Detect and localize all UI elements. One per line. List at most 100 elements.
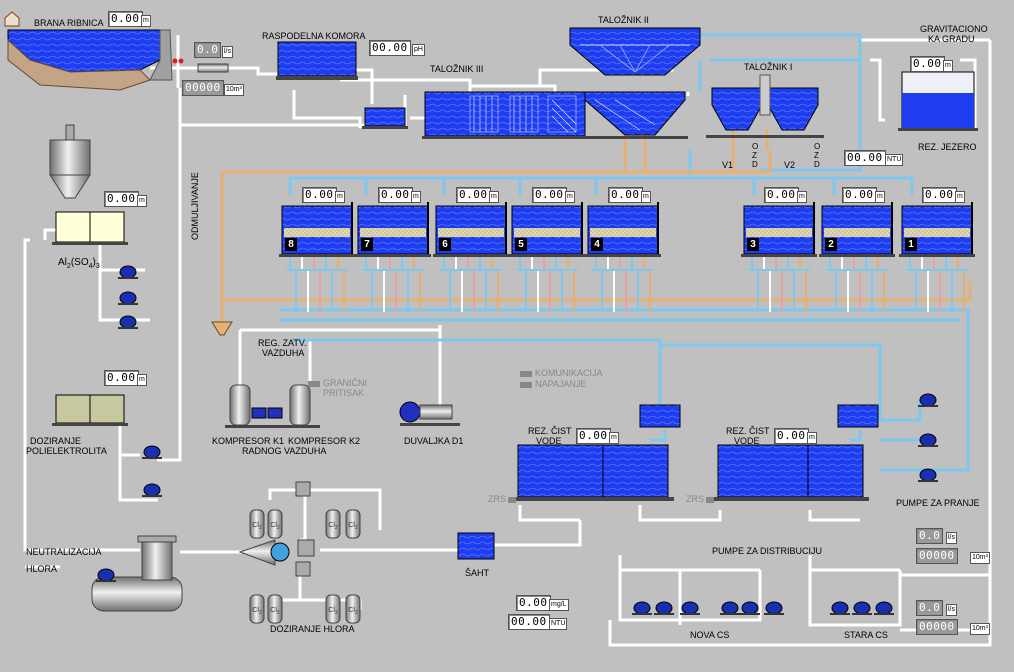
- chlorine-cylinder-label: Cl2: [252, 522, 262, 531]
- pump-9[interactable]: [632, 601, 652, 615]
- poly-label-2: POLIELEKTROLITA: [26, 446, 107, 456]
- pump-15[interactable]: [830, 601, 850, 615]
- lake-level-unit: m: [943, 60, 953, 72]
- pump-7[interactable]: [918, 433, 938, 447]
- chlorine-cylinder-6: Cl2: [267, 594, 283, 624]
- ph-display: 00.00: [369, 40, 411, 56]
- filter-number-5: 5: [515, 238, 527, 251]
- pump-12[interactable]: [720, 601, 740, 615]
- dam-level-unit: m: [141, 15, 151, 27]
- pump-3[interactable]: [118, 315, 138, 329]
- v2-close-label: Z: [814, 151, 819, 160]
- filter-level-display-3: 0.00: [764, 187, 799, 203]
- filter-number-3: 3: [747, 238, 759, 251]
- v2-open-label: O: [814, 142, 821, 151]
- pump-4[interactable]: [142, 445, 162, 459]
- filter-level-display-2: 0.00: [842, 187, 877, 203]
- chlorine-cylinder-3: Cl2: [325, 509, 341, 539]
- filter-level-unit-8: m: [335, 191, 345, 203]
- turbidity-out-unit: NTU: [885, 154, 904, 166]
- poly-level-display: 0.00: [104, 370, 139, 386]
- filter-level-unit-5: m: [565, 191, 575, 203]
- filter-4-gallery: [592, 257, 654, 312]
- chlorine-cylinder-label: Cl2: [348, 522, 358, 531]
- valve-v1-label: V1: [722, 160, 734, 170]
- distribution-2-flow-display: 0.0: [916, 600, 944, 616]
- pump-5[interactable]: [142, 483, 162, 497]
- filter-beds: [279, 202, 975, 257]
- ph-unit: pH: [412, 44, 425, 56]
- distribution-1-flow-display: 0.0: [916, 528, 944, 544]
- distribution-2-volume-display: 00000: [916, 619, 958, 635]
- chlorine-cylinder-subscript: 2: [335, 610, 338, 616]
- chlorine-cylinder-subscript: 2: [355, 525, 358, 531]
- clean-water-1-label-b: VODE: [536, 436, 562, 446]
- chlorine-neutralization: [91, 535, 183, 612]
- compressors: [225, 384, 320, 428]
- distribution-2-flow-unit: l/s: [946, 604, 957, 616]
- chlorine-cylinder-2: Cl2: [267, 509, 283, 539]
- chlorine-concentration-display: 0.00: [516, 595, 551, 611]
- clean-water-1-level-unit: m: [609, 432, 619, 444]
- chlorine-cylinder-8: Cl2: [345, 594, 361, 624]
- chlorine-cylinder-subscript: 2: [277, 610, 280, 616]
- v1-close-label: Z: [752, 151, 757, 160]
- clarifier-2: [569, 27, 701, 76]
- wash-pumps-label: PUMPE ZA PRANJE: [896, 498, 980, 508]
- pump-13[interactable]: [740, 601, 760, 615]
- pumps: [96, 265, 938, 615]
- filter-6-gallery: [440, 257, 502, 312]
- coagulant-level-display: 0.00: [104, 191, 139, 207]
- pump-8[interactable]: [918, 468, 938, 482]
- distribution-1-flow-unit: l/s: [946, 532, 957, 544]
- filter-bed-6: [433, 202, 509, 257]
- filter-number-2: 2: [825, 238, 837, 251]
- blower-d1: [399, 401, 460, 426]
- gravity-label-2: KA GRADU: [928, 34, 975, 44]
- chlorine-concentration-unit: mg/L: [549, 599, 569, 611]
- manhole-label: ŠAHT: [465, 568, 490, 578]
- dam-label: BRANA RIBNICA: [34, 18, 104, 28]
- coagulant-level-unit: m: [137, 195, 147, 207]
- coagulant-silo: [49, 124, 128, 245]
- gravity-label-1: GRAVITACIONO: [920, 24, 988, 34]
- chlorine-cylinder-subscript: 2: [355, 610, 358, 616]
- filter-level-display-6: 0.00: [456, 187, 491, 203]
- dam-reservoir: [4, 11, 173, 91]
- distribution-2-volume-unit: 10m³: [970, 623, 990, 635]
- pump-17[interactable]: [874, 601, 894, 615]
- filter-level-display-7: 0.00: [378, 187, 413, 203]
- pump-6[interactable]: [918, 393, 938, 407]
- clarifier-3: [422, 91, 688, 139]
- chlorine-cylinder-subscript: 2: [335, 525, 338, 531]
- pump-16[interactable]: [852, 601, 872, 615]
- chlorine-cylinder-label: Cl2: [270, 607, 280, 616]
- chlorine-cylinder-subscript: 2: [259, 610, 262, 616]
- filter-2-gallery: [826, 257, 888, 312]
- pump-14[interactable]: [764, 601, 784, 615]
- poly-level-unit: m: [137, 374, 147, 386]
- filter-5-gallery: [516, 257, 578, 312]
- old-cs-label: STARA CS: [844, 630, 888, 640]
- chlorine-dosing-label: DOZIRANJE HLORA: [270, 624, 355, 634]
- pump-18[interactable]: [96, 568, 116, 582]
- coagulant-label: Al2(SO4)3: [58, 257, 100, 271]
- pump-11[interactable]: [680, 601, 700, 615]
- manhole: [457, 532, 495, 560]
- distribution-1-volume-display: 00000: [916, 548, 958, 564]
- filter-number-8: 8: [285, 238, 297, 251]
- clarifier-1-label: TALOŽNIK I: [744, 62, 793, 72]
- filter-number-7: 7: [361, 238, 373, 251]
- chlorine-cylinder-label: Cl2: [252, 607, 262, 616]
- chlorine-cylinder-label: Cl2: [270, 522, 280, 531]
- chlorine-cylinder-label: Cl2: [328, 522, 338, 531]
- pump-10[interactable]: [654, 601, 674, 615]
- pump-2[interactable]: [118, 291, 138, 305]
- clean-water-1-label-a: REZ. ČIST: [528, 426, 572, 436]
- v1-remote-label: D: [752, 160, 758, 169]
- pump-1[interactable]: [118, 265, 138, 279]
- distribution-chamber: [277, 41, 357, 77]
- dam-level-display: 0.00: [108, 11, 143, 27]
- compressor-label-1: KOMPRESOR K1: [212, 436, 285, 446]
